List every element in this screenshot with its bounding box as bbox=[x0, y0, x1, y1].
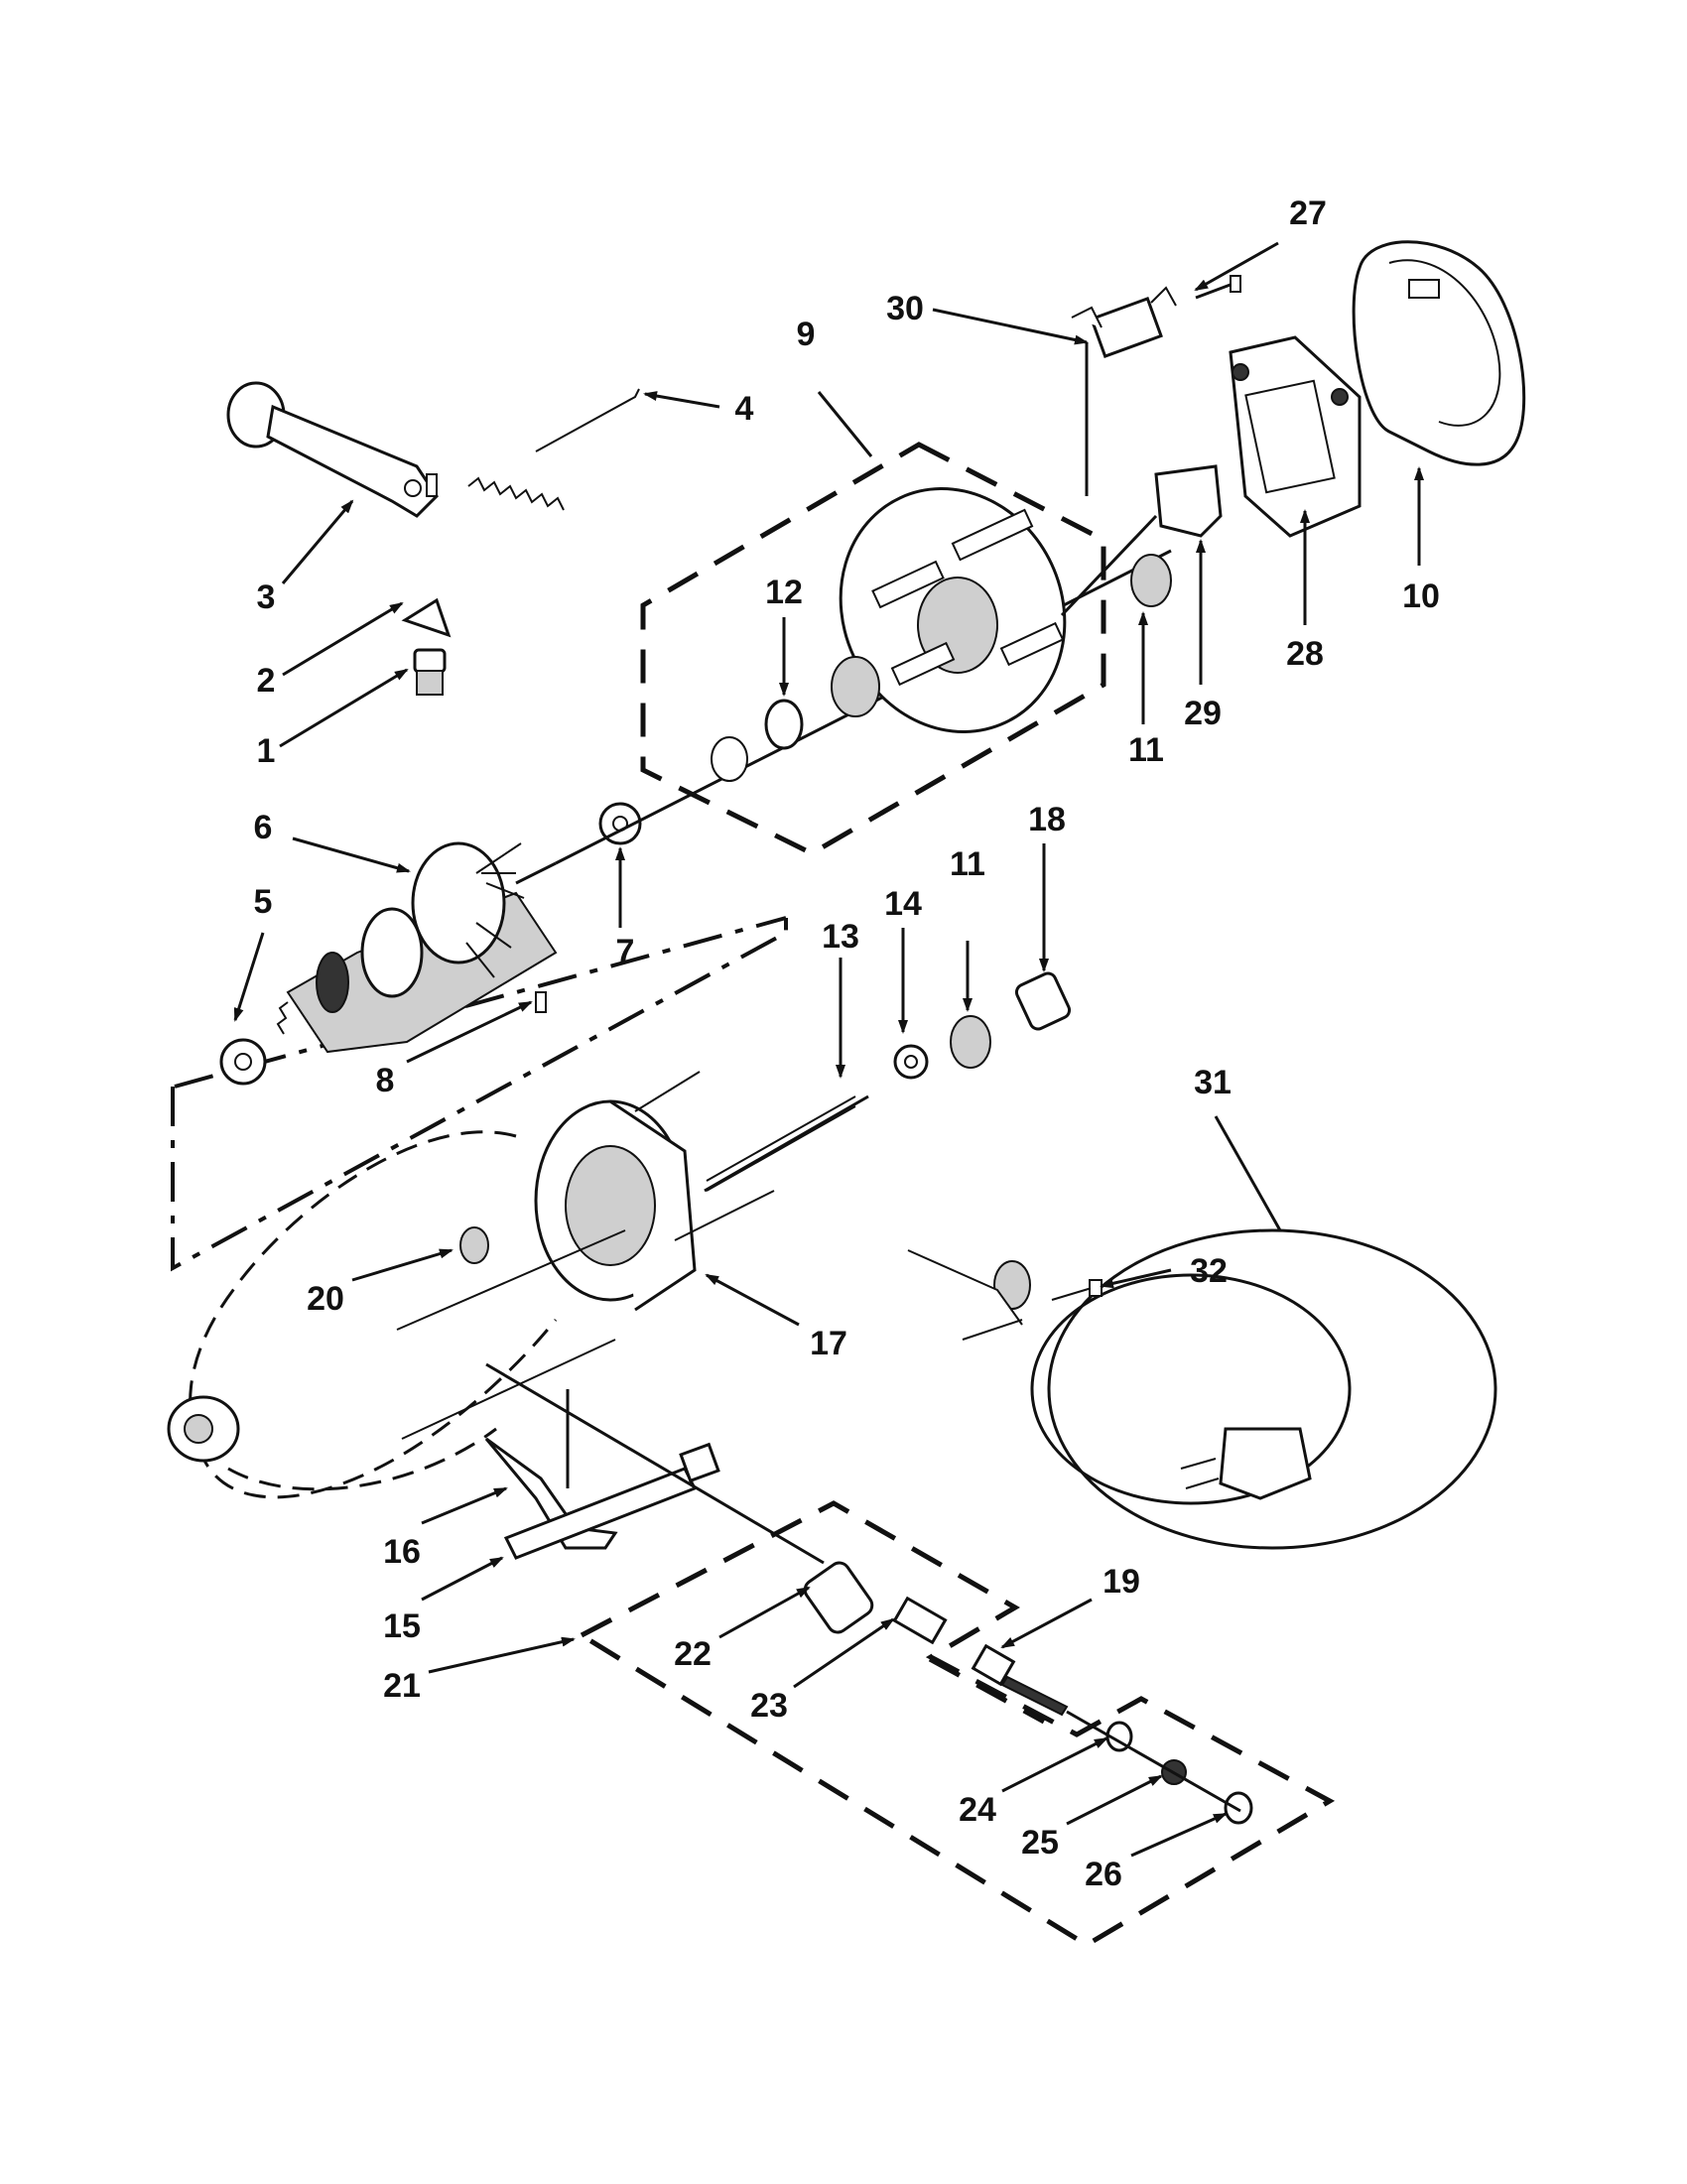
callout-6: 6 bbox=[254, 809, 273, 846]
leader-23 bbox=[793, 1617, 895, 1689]
bearing-part-11b bbox=[950, 1015, 991, 1069]
pin-part bbox=[535, 991, 547, 1013]
end-shield-part bbox=[839, 487, 1067, 733]
callout-14: 14 bbox=[884, 885, 922, 923]
housing-boundary bbox=[171, 923, 788, 1272]
cylinder-part-22 bbox=[803, 1561, 874, 1634]
housing-hub-part bbox=[167, 1395, 240, 1463]
callout-10: 10 bbox=[1402, 578, 1440, 615]
callout-18: 18 bbox=[1028, 801, 1066, 838]
callout-31: 31 bbox=[1194, 1064, 1232, 1101]
knob-part-26 bbox=[1224, 1791, 1253, 1825]
callout-4: 4 bbox=[735, 390, 754, 428]
leader-8 bbox=[406, 1000, 533, 1064]
callout-21: 21 bbox=[383, 1667, 421, 1705]
axis-line-24-26 bbox=[1066, 1710, 1241, 1813]
leader-24 bbox=[1001, 1736, 1108, 1793]
lever-part-16 bbox=[484, 1437, 618, 1550]
gear-washer-hole bbox=[904, 1055, 918, 1069]
callout-5: 5 bbox=[254, 883, 273, 921]
leader-16 bbox=[421, 1486, 508, 1525]
leader-9 bbox=[817, 391, 873, 457]
leader-25 bbox=[1066, 1774, 1163, 1826]
callout-25: 25 bbox=[1021, 1824, 1059, 1862]
leader-4 bbox=[643, 391, 720, 409]
housing-ghost bbox=[189, 1130, 558, 1499]
triangle-washer-part bbox=[401, 597, 452, 638]
group-19-outline bbox=[928, 1656, 1046, 1725]
housing-boundary-top bbox=[174, 916, 787, 1089]
leader-1 bbox=[279, 668, 409, 748]
gasket-part bbox=[1352, 240, 1526, 466]
leader-3 bbox=[281, 499, 354, 584]
callout-28: 28 bbox=[1286, 635, 1324, 673]
callout-12: 12 bbox=[765, 574, 803, 611]
callout-30: 30 bbox=[886, 290, 924, 327]
callout-27: 27 bbox=[1289, 194, 1327, 232]
callout-13: 13 bbox=[822, 918, 859, 956]
leader-21 bbox=[428, 1636, 576, 1674]
callout-labels: 1 2 3 4 5 6 7 8 9 10 11 11 12 13 14 15 1… bbox=[254, 194, 1440, 1893]
leader-31 bbox=[1214, 1115, 1282, 1231]
callout-22: 22 bbox=[674, 1635, 712, 1673]
leader-30 bbox=[932, 308, 1089, 345]
callout-15: 15 bbox=[383, 1607, 421, 1645]
leader-19 bbox=[1000, 1598, 1093, 1649]
callout-32: 32 bbox=[1190, 1252, 1228, 1290]
leader-17 bbox=[705, 1273, 800, 1327]
connector-part bbox=[1071, 286, 1177, 496]
retaining-ring-part bbox=[711, 736, 748, 782]
leader-26 bbox=[1130, 1812, 1228, 1858]
callout-1: 1 bbox=[257, 732, 276, 770]
callout-2: 2 bbox=[257, 662, 276, 700]
bearing-part-9 bbox=[831, 656, 880, 717]
callout-11b: 11 bbox=[950, 845, 985, 883]
callout-19: 19 bbox=[1103, 1563, 1140, 1601]
spring-part bbox=[467, 388, 640, 511]
leader-20 bbox=[351, 1248, 454, 1282]
stator-part bbox=[396, 1071, 775, 1440]
leader-6 bbox=[292, 836, 411, 873]
worm-shaft-part bbox=[704, 1094, 869, 1193]
screw-part-32 bbox=[1051, 1279, 1103, 1301]
callout-23: 23 bbox=[750, 1687, 788, 1725]
bearing-part-11a bbox=[1130, 554, 1172, 607]
callout-7: 7 bbox=[616, 933, 635, 970]
terminal-plate-part bbox=[1229, 335, 1362, 538]
callout-8: 8 bbox=[376, 1062, 395, 1099]
leader-27 bbox=[1194, 241, 1279, 292]
leader-15 bbox=[421, 1556, 504, 1602]
threaded-rod-part bbox=[971, 1643, 1069, 1717]
callout-20: 20 bbox=[307, 1280, 344, 1318]
callout-24: 24 bbox=[959, 1791, 996, 1829]
screw-part-27 bbox=[1195, 275, 1241, 300]
callout-26: 26 bbox=[1085, 1856, 1122, 1893]
washer-part-12 bbox=[764, 699, 804, 750]
brush-holder-part bbox=[1060, 464, 1223, 617]
callout-16: 16 bbox=[383, 1533, 421, 1571]
leader-2 bbox=[282, 601, 404, 677]
armature-part bbox=[276, 841, 558, 1054]
lever-arm-part bbox=[226, 381, 439, 518]
washer-hole-5 bbox=[234, 1053, 252, 1071]
housing-ghost-lower bbox=[227, 1427, 497, 1491]
group-9-outline bbox=[640, 442, 1106, 856]
set-screw-part bbox=[459, 1226, 489, 1264]
leader-32 bbox=[1100, 1268, 1172, 1289]
power-cord-part bbox=[907, 1228, 1497, 1550]
bushing-part bbox=[1014, 971, 1072, 1031]
guide-line-21 bbox=[485, 1362, 825, 1565]
coupler-part bbox=[892, 1596, 948, 1645]
screw-part bbox=[413, 648, 447, 696]
leader-5 bbox=[233, 932, 265, 1022]
callout-3: 3 bbox=[257, 578, 276, 616]
callout-17: 17 bbox=[810, 1325, 847, 1362]
callout-9: 9 bbox=[797, 316, 816, 353]
leader-lines bbox=[233, 241, 1424, 1858]
group-21-outline bbox=[576, 1500, 1336, 1948]
leader-22 bbox=[718, 1586, 811, 1639]
callout-29: 29 bbox=[1184, 695, 1222, 732]
callout-11a: 11 bbox=[1128, 731, 1164, 769]
